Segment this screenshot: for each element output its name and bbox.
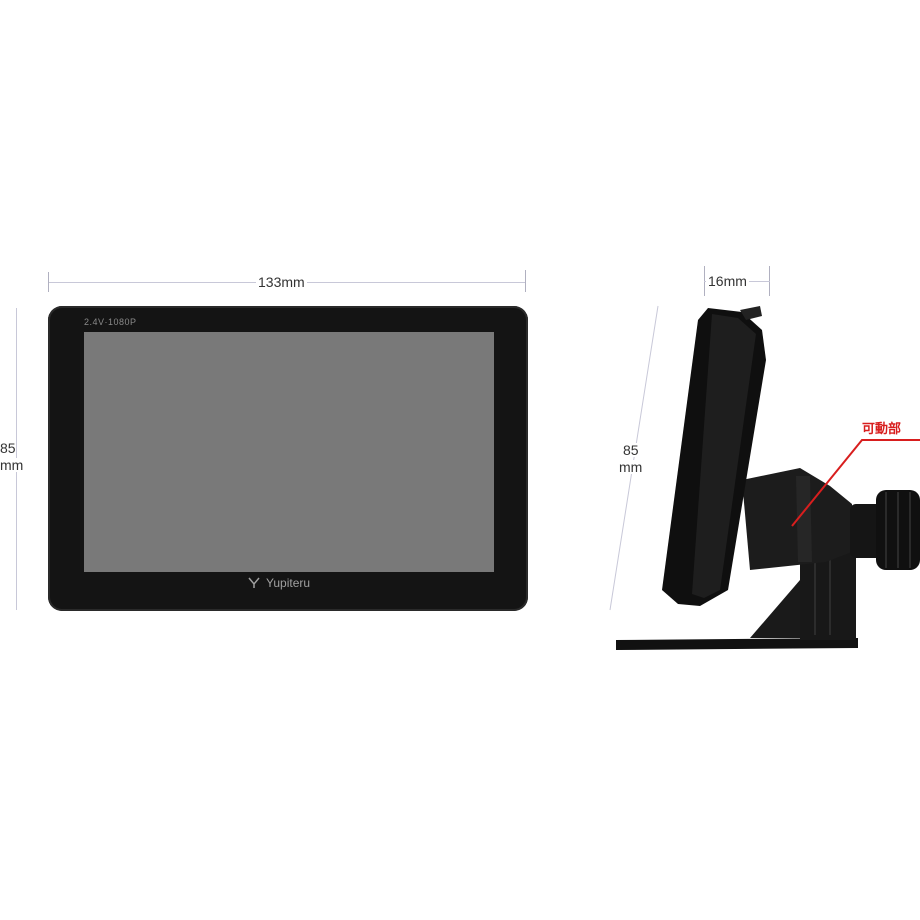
device-side-illustration (616, 306, 920, 650)
front-height-label-unit: mm (0, 457, 24, 473)
front-width-label: 133mm (256, 274, 307, 290)
y-logo-icon (248, 577, 260, 588)
stand-base-plate (616, 638, 858, 650)
device-front-body: 2.4V·1080P Yupiteru (48, 306, 528, 611)
brand-logo-text: Yupiteru (266, 576, 311, 590)
brand-logo: Yupiteru (248, 576, 310, 590)
monitor-top-clip (740, 306, 762, 320)
side-depth-label: 16mm (706, 273, 749, 289)
movable-part-callout-label: 可動部 (862, 421, 902, 436)
front-width-tick-left (48, 272, 49, 292)
side-height-dimension-line (609, 305, 659, 611)
bezel-model-text: 2.4V·1080P (84, 317, 137, 327)
callout-leader-line (791, 439, 920, 527)
front-width-tick-right (525, 270, 526, 292)
side-height-label-unit: mm (619, 459, 643, 475)
front-height-label-number: 85 (0, 440, 16, 456)
device-screen (84, 332, 494, 572)
side-height-label-number: 85 (623, 442, 639, 458)
